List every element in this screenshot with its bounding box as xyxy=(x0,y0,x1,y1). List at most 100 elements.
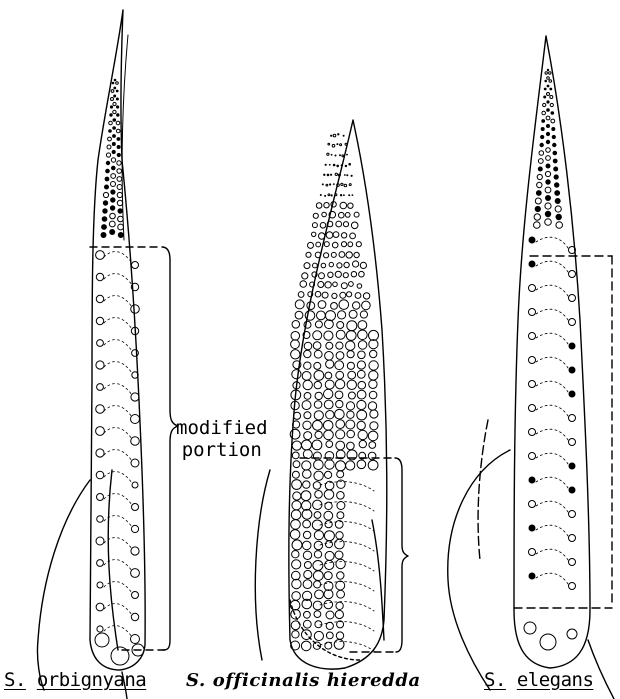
sucker-mark xyxy=(540,135,544,139)
sucker-mark xyxy=(116,98,119,101)
sucker-mark xyxy=(324,195,326,197)
sucker-mark xyxy=(369,340,378,349)
sucker-mark xyxy=(97,516,104,523)
sucker-mark xyxy=(319,233,325,239)
sucker-stalk xyxy=(104,384,132,395)
sucker-mark xyxy=(303,470,312,479)
sucker-mark xyxy=(118,224,124,230)
sucker-mark xyxy=(335,271,341,277)
sucker-mark xyxy=(109,221,115,227)
sucker-mark xyxy=(114,79,117,82)
sucker-mark xyxy=(357,370,365,378)
sucker-mark xyxy=(346,252,352,258)
caption-right: S. elegans xyxy=(484,669,593,691)
sucker-mark xyxy=(312,232,316,236)
sucker-mark xyxy=(302,440,312,450)
sucker-mark xyxy=(108,129,112,133)
sucker-mark xyxy=(308,242,314,248)
sucker-mark xyxy=(350,233,356,239)
sucker-mark xyxy=(315,431,322,438)
caption-left-species: orbignyana xyxy=(37,669,146,691)
sucker-mark xyxy=(325,452,334,461)
sucker-stalk xyxy=(536,525,568,536)
sucker-mark xyxy=(333,183,335,185)
sucker-mark xyxy=(369,391,377,399)
sucker-mark xyxy=(325,372,332,379)
sucker-mark xyxy=(359,271,365,277)
sucker-mark xyxy=(345,143,347,145)
sucker-mark xyxy=(117,200,122,205)
sucker-mark xyxy=(357,421,365,429)
sucker-mark xyxy=(111,90,114,93)
sucker-mark xyxy=(351,272,356,277)
sucker-mark xyxy=(337,492,345,500)
sucker-mark xyxy=(346,331,356,341)
sucker-mark xyxy=(554,182,559,187)
sucker-stalk xyxy=(536,405,568,416)
sucker-mark xyxy=(96,317,103,324)
sucker-mark xyxy=(335,361,344,370)
sucker-mark xyxy=(550,103,553,106)
sucker-mark xyxy=(326,184,328,186)
sucker-mark xyxy=(529,429,536,436)
sucker-mark xyxy=(354,212,359,217)
sucker-mark xyxy=(318,282,324,288)
sucker-mark xyxy=(339,212,345,218)
sucker-mark xyxy=(302,401,311,410)
sucker-mark xyxy=(290,530,300,540)
sucker-mark xyxy=(313,601,322,610)
sucker-mark xyxy=(343,135,345,137)
sucker-mark xyxy=(541,127,545,131)
sucker-mark xyxy=(111,98,114,101)
sucker-mark xyxy=(132,504,139,511)
sucker-mark xyxy=(569,487,576,494)
sucker-mark xyxy=(313,213,318,218)
sucker-mark xyxy=(327,174,330,177)
sucker-mark xyxy=(314,531,323,540)
sucker-mark xyxy=(545,72,547,74)
sucker-mark xyxy=(335,194,337,196)
sucker-mark xyxy=(335,539,345,549)
sucker-stalk xyxy=(104,450,132,461)
sucker-mark xyxy=(357,390,366,399)
sucker-mark xyxy=(529,357,536,364)
sucker-mark xyxy=(569,391,576,398)
sucker-mark xyxy=(569,559,576,566)
sucker-mark xyxy=(314,611,321,618)
sucker-mark xyxy=(131,305,140,314)
sucker-mark xyxy=(368,431,378,441)
sucker-mark xyxy=(331,303,338,310)
sucker-mark xyxy=(325,471,332,478)
sucker-mark xyxy=(109,113,112,116)
sucker-mark xyxy=(304,393,311,400)
sucker-mark xyxy=(369,442,376,449)
sucker-mark xyxy=(109,121,113,125)
sucker-mark xyxy=(337,512,344,519)
sucker-mark xyxy=(538,167,543,172)
sucker-mark xyxy=(314,512,321,519)
sucker-mark xyxy=(314,551,321,558)
sucker-mark xyxy=(111,166,116,171)
sucker-mark xyxy=(113,110,116,113)
sucker-mark xyxy=(333,232,339,238)
sucker-mark xyxy=(529,333,536,340)
sucker-stalk xyxy=(536,237,568,248)
sucker-mark xyxy=(110,197,115,202)
sucker-mark xyxy=(326,632,333,639)
sucker-mark xyxy=(546,156,551,161)
sucker-mark xyxy=(111,158,115,162)
sucker-stalk xyxy=(536,381,568,392)
sucker-mark xyxy=(543,103,546,106)
sucker-mark xyxy=(110,205,115,210)
sucker-mark xyxy=(325,164,327,166)
sucker-mark xyxy=(352,194,354,196)
sucker-mark xyxy=(337,590,345,598)
sucker-mark xyxy=(325,282,331,288)
sucker-mark xyxy=(303,531,310,538)
sucker-mark xyxy=(325,551,334,560)
sucker-mark xyxy=(549,88,552,91)
sucker-mark xyxy=(292,501,301,510)
sucker-mark xyxy=(529,525,536,532)
sucker-mark xyxy=(305,311,315,321)
